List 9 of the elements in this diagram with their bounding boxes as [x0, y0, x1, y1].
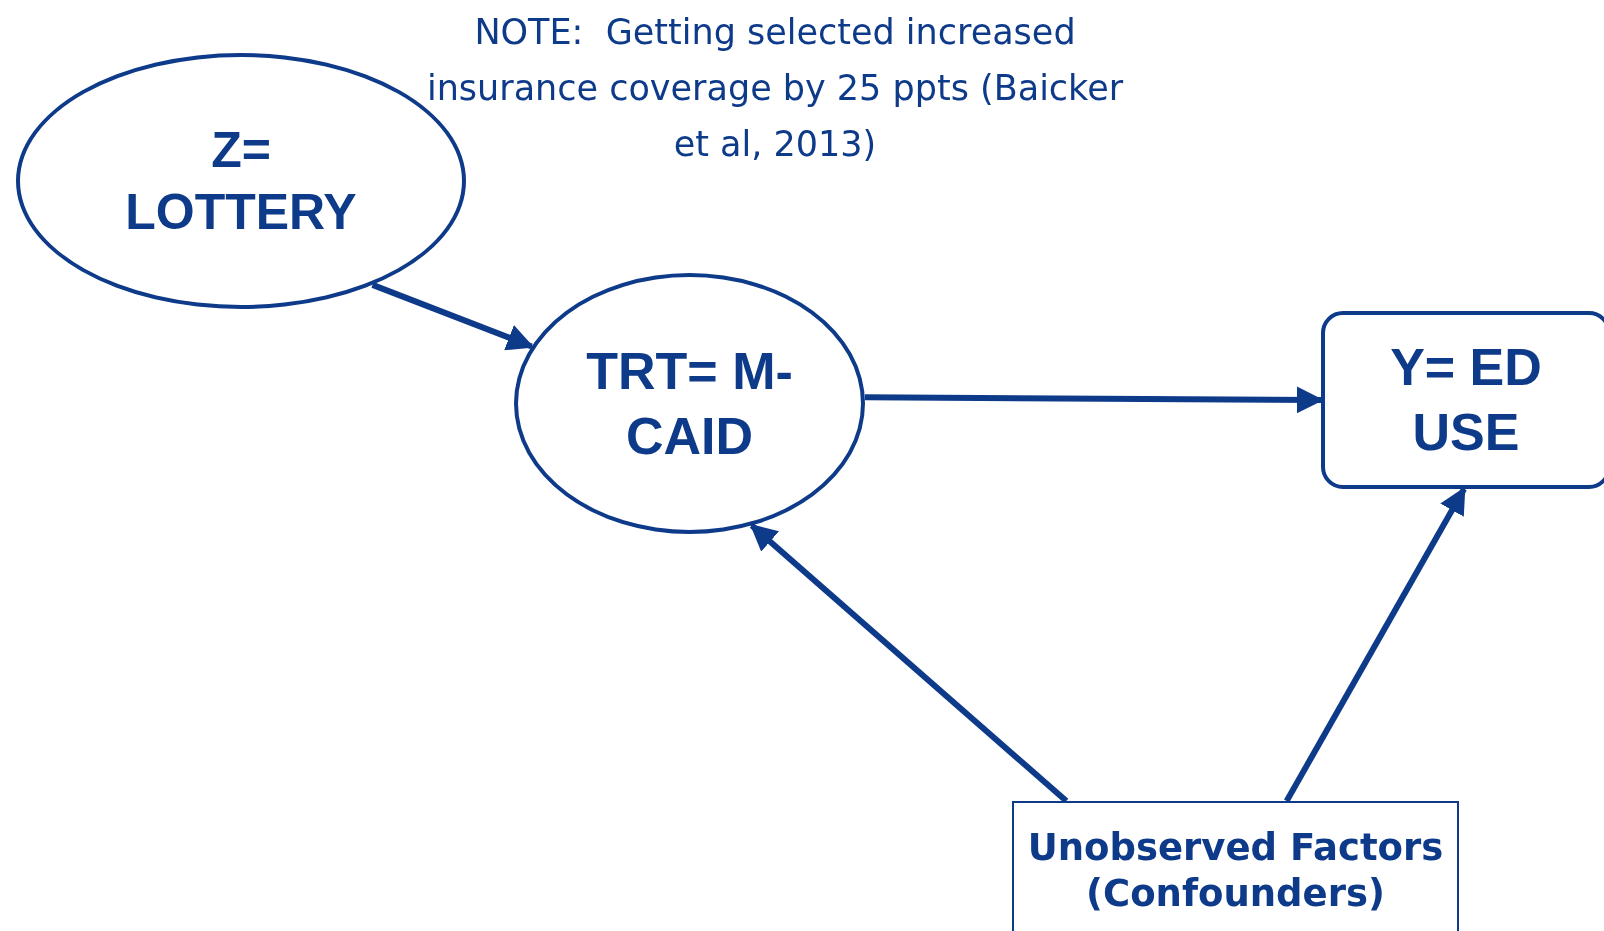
text-box: [1012, 801, 1459, 931]
node-label: Z= LOTTERY: [124, 120, 358, 242]
node-label: Unobserved Factors (Confounders): [1026, 824, 1445, 917]
arrow: [1284, 486, 1467, 803]
arrow: [749, 523, 1069, 804]
rounded-box: [1321, 311, 1604, 489]
node-label: TRT= M-CAID: [585, 340, 794, 467]
node-label: Y= ED USE: [1389, 337, 1543, 463]
note-text: NOTE: Getting selected increased insurance coverage by 25 ppts (Baicker et al, 2013): [425, 11, 1125, 166]
